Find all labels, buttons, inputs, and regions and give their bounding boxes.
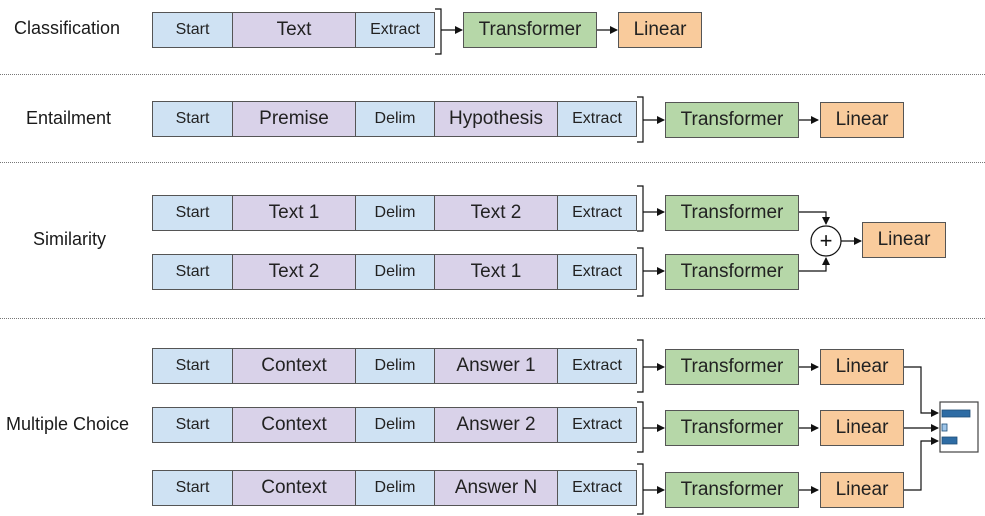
token-start: Start xyxy=(152,254,233,290)
token-start: Start xyxy=(152,407,233,443)
token-delim: Delim xyxy=(355,101,435,137)
task-label-similarity: Similarity xyxy=(33,229,107,249)
transformer-box: Transformer xyxy=(463,12,597,48)
token-start: Start xyxy=(152,195,233,231)
linear-box: Linear xyxy=(618,12,702,48)
transformer-box: Transformer xyxy=(665,254,799,290)
token-context: Context xyxy=(232,407,356,443)
token-delim: Delim xyxy=(355,254,435,290)
transformer-box: Transformer xyxy=(665,410,799,446)
token-extract: Extract xyxy=(557,195,637,231)
arrow xyxy=(904,437,939,491)
token-hypothesis: Hypothesis xyxy=(434,101,558,137)
bracket xyxy=(637,401,644,453)
bracket xyxy=(637,339,644,393)
token-premise: Premise xyxy=(232,101,356,137)
token-extract: Extract xyxy=(557,101,637,137)
bracket xyxy=(637,96,644,143)
token-delim: Delim xyxy=(355,470,435,506)
token-text-1: Text 1 xyxy=(434,254,558,290)
token-answer-1: Answer 1 xyxy=(434,348,558,384)
linear-box: Linear xyxy=(820,410,904,446)
arrow xyxy=(799,257,830,272)
bracket xyxy=(637,247,644,297)
token-start: Start xyxy=(152,348,233,384)
token-extract: Extract xyxy=(557,470,637,506)
arrow xyxy=(799,211,830,225)
token-text-2: Text 2 xyxy=(434,195,558,231)
task-label-classification: Classification xyxy=(14,18,121,38)
transformer-box: Transformer xyxy=(665,102,799,138)
token-delim: Delim xyxy=(355,407,435,443)
section-divider xyxy=(0,74,985,75)
token-text-2: Text 2 xyxy=(232,254,356,290)
section-divider xyxy=(0,318,985,319)
section-divider xyxy=(0,162,985,163)
linear-box: Linear xyxy=(820,349,904,385)
token-delim: Delim xyxy=(355,348,435,384)
task-label-multiple-choice: Multiple Choice xyxy=(6,414,130,434)
linear-box: Linear xyxy=(820,102,904,138)
arrow xyxy=(904,366,939,417)
bracket xyxy=(435,8,442,55)
token-context: Context xyxy=(232,348,356,384)
token-delim: Delim xyxy=(355,195,435,231)
token-answer-n: Answer N xyxy=(434,470,558,506)
token-text: Text xyxy=(232,12,356,48)
bar-chart-icon xyxy=(941,409,971,445)
token-extract: Extract xyxy=(355,12,435,48)
token-answer-2: Answer 2 xyxy=(434,407,558,443)
token-extract: Extract xyxy=(557,348,637,384)
token-text-1: Text 1 xyxy=(232,195,356,231)
linear-box: Linear xyxy=(862,222,946,258)
token-context: Context xyxy=(232,470,356,506)
transformer-box: Transformer xyxy=(665,472,799,508)
transformer-box: Transformer xyxy=(665,349,799,385)
plus-symbol: + xyxy=(820,228,833,253)
bracket xyxy=(637,185,644,232)
transformer-box: Transformer xyxy=(665,195,799,231)
token-extract: Extract xyxy=(557,254,637,290)
task-label-entailment: Entailment xyxy=(26,108,112,128)
token-start: Start xyxy=(152,12,233,48)
token-extract: Extract xyxy=(557,407,637,443)
linear-box: Linear xyxy=(820,472,904,508)
token-start: Start xyxy=(152,470,233,506)
bracket xyxy=(637,463,644,515)
token-start: Start xyxy=(152,101,233,137)
